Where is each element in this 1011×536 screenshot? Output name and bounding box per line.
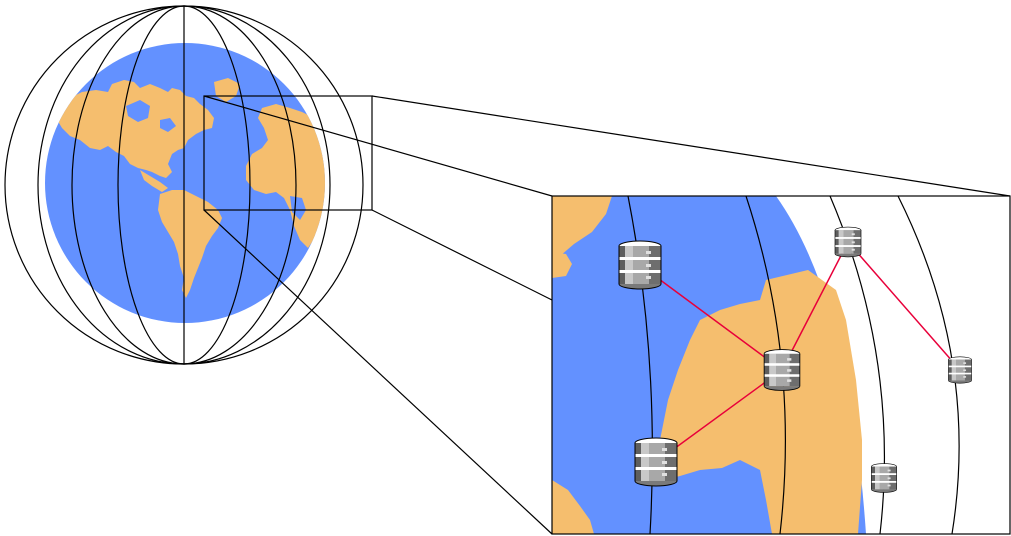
zoom-selection-box — [203, 95, 373, 211]
zoom-projection-lines — [203, 95, 1011, 535]
database-server-icon — [948, 356, 972, 384]
connection-line — [781, 241, 849, 371]
central-america-landmass — [140, 170, 168, 192]
connection-line — [847, 241, 961, 371]
database-server-icon — [834, 226, 862, 258]
globe — [4, 5, 364, 365]
database-server-icon — [871, 463, 897, 493]
globe-meridians — [37, 5, 331, 365]
south-america-landmass — [158, 190, 222, 298]
globe-landmasses — [56, 78, 325, 298]
connection-line — [639, 264, 783, 371]
africa-landmass — [246, 104, 325, 248]
inset-frame — [551, 195, 1011, 535]
inset-landmass-south-america — [656, 270, 862, 534]
north-america-landmass — [56, 80, 214, 178]
database-server-icon — [618, 240, 662, 290]
inset-landmass-central-america — [552, 480, 594, 534]
database-server-icon — [763, 349, 801, 391]
zoomed-inset — [551, 195, 1011, 535]
inset-landmass-north-america — [552, 196, 612, 258]
database-server-icon — [634, 437, 678, 487]
